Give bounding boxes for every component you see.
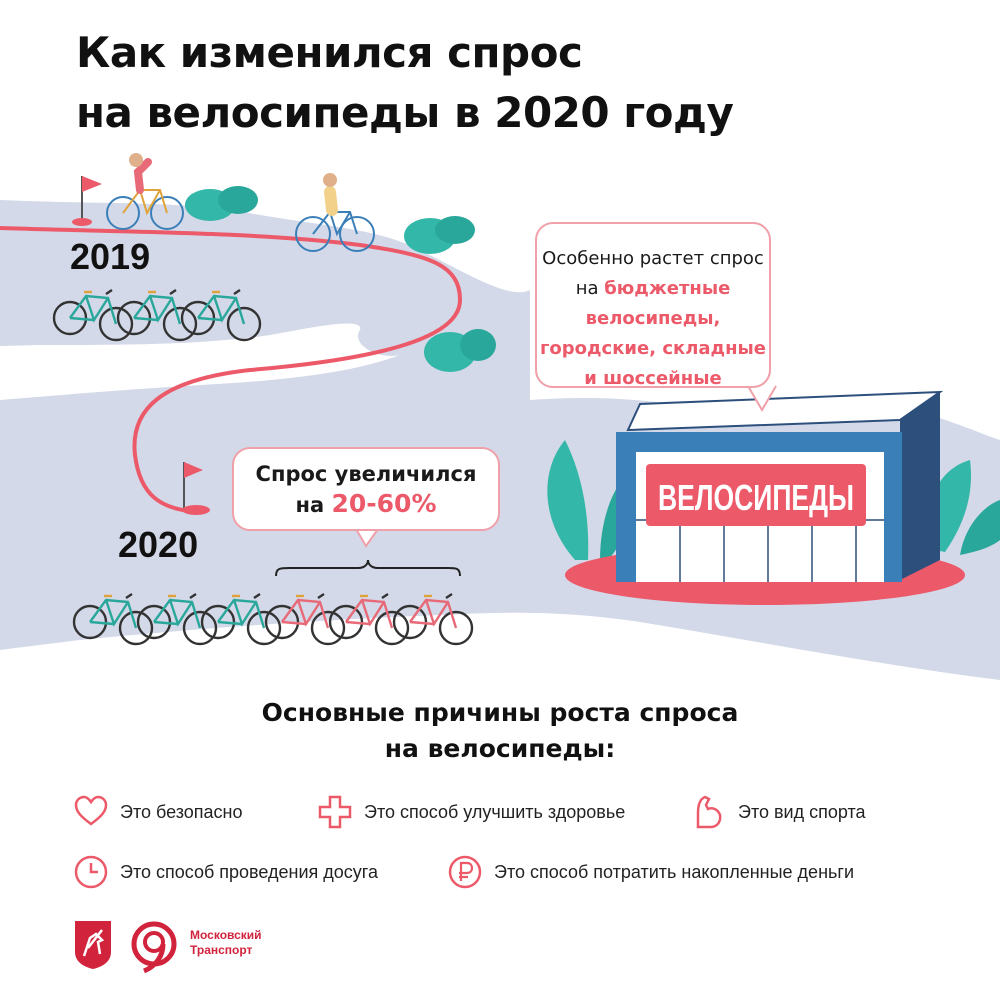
reason-item: Это безопасно (72, 792, 242, 832)
bush-shape (435, 216, 475, 244)
bicycle-icon (52, 289, 134, 342)
year-2019-label: 2019 (70, 236, 151, 277)
bikes-2019-group (52, 289, 262, 342)
bush-shape (460, 329, 496, 361)
page-title-line-2: на велосипеды в 2020 году (76, 88, 734, 137)
plant-shape (960, 500, 1000, 555)
logo-text-line-1: Московский (190, 928, 262, 942)
bicycle-icon (72, 593, 154, 646)
callout-types-line-2: на бюджетные велосипеды, (537, 274, 769, 334)
bikes-2020-group (72, 593, 474, 646)
year-2020-label: 2020 (118, 524, 199, 565)
heart-icon (74, 795, 108, 826)
bicycle-icon (392, 593, 474, 646)
callout-growth-line-2: на 20-60% (234, 489, 498, 520)
flexed-arm-icon (696, 795, 722, 829)
reason-label: Это способ улучшить здоровье (364, 801, 626, 822)
clock-icon (74, 855, 108, 889)
bicycle-icon (264, 593, 346, 646)
cyclist-icon (295, 173, 375, 252)
flag-2019-icon (72, 176, 102, 226)
bicycle-icon (180, 289, 262, 342)
medical-cross-icon (318, 795, 352, 829)
callout-types-highlight: бюджетные велосипеды, (585, 278, 731, 329)
callout-bike-types: Особенно растет спрос на бюджетные велос… (535, 222, 771, 389)
reasons-title: Основные причины роста спроса на велосип… (0, 695, 1000, 767)
bubble-tail (355, 528, 379, 548)
plant-shape (547, 440, 589, 560)
moscow-transport-logo (131, 921, 177, 974)
bicycle-icon (116, 289, 198, 342)
reason-label: Это способ потратить накопленные деньги (494, 861, 855, 882)
reason-item: Это способ потратить накопленные деньги (446, 852, 854, 892)
callout-growth-prefix: на (295, 493, 332, 517)
bush-shape (218, 186, 258, 214)
callout-types-prefix: на (575, 278, 605, 299)
reason-item: Это способ улучшить здоровье (316, 792, 625, 832)
bike-shop-building (565, 390, 965, 605)
reason-item: Это способ проведения досуга (72, 852, 378, 892)
reasons-title-line-2: на велосипеды: (384, 734, 616, 763)
bubble-tail (747, 385, 777, 412)
logo-text-line-2: Транспорт (190, 943, 253, 957)
flag-2020-icon (182, 462, 210, 515)
cyclist-icon (106, 153, 184, 230)
bicycle-icon (328, 593, 410, 646)
reason-item: Это вид спорта (690, 792, 866, 832)
bicycle-icon (136, 593, 218, 646)
callout-growth-highlight: 20-60% (331, 489, 437, 518)
reasons-title-line-1: Основные причины роста спроса (261, 698, 739, 727)
page-title-line-1: Как изменился спрос (76, 28, 583, 77)
bike-demand-scene: ВЕЛОСИПЕДЫ (0, 153, 1000, 680)
reason-label: Это вид спорта (738, 801, 866, 822)
callout-growth-line-1: Спрос увеличился (255, 462, 477, 486)
moscow-transport-wordmark: Московский Транспорт (190, 928, 262, 958)
callout-demand-growth: Спрос увеличился на 20-60% (232, 447, 500, 531)
moscow-coat-of-arms-logo (75, 921, 111, 969)
shop-sign: ВЕЛОСИПЕДЫ (658, 477, 854, 518)
callout-types-line-3: городские, складные (539, 338, 767, 359)
route-line (0, 226, 463, 514)
brace-icon (275, 559, 461, 577)
reason-label: Это безопасно (120, 801, 243, 822)
callout-types-line-1: Особенно растет спрос (542, 248, 764, 269)
ruble-coin-icon (448, 855, 482, 889)
reason-label: Это способ проведения досуга (120, 861, 378, 882)
bicycle-icon (200, 593, 282, 646)
callout-types-line-4: и шоссейные (584, 368, 722, 389)
